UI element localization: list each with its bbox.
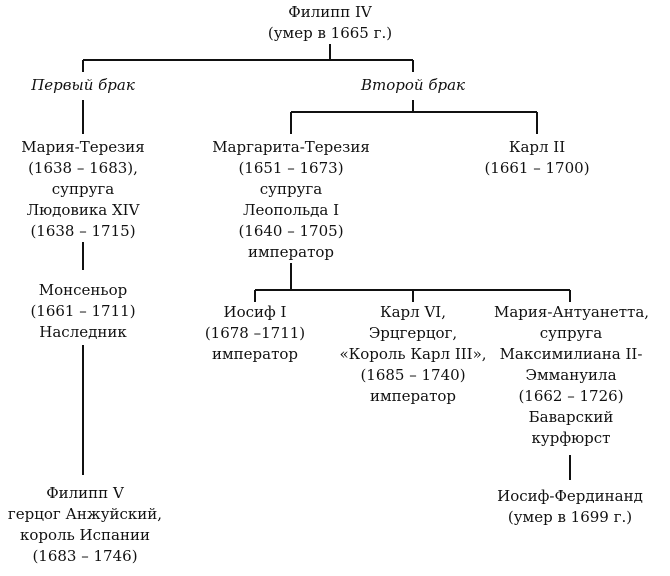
monseigneur-node: Монсеньор (1661 – 1711) Наследник (3, 280, 163, 343)
margarita-theresa-spouse-title: император (247, 243, 334, 261)
charles-vi-dates: (1685 – 1740) (360, 366, 466, 384)
monseigneur-title: Наследник (39, 323, 127, 341)
joseph-ferdinand-name: Иосиф-Фердинанд (497, 487, 643, 505)
philip-v-title-king: король Испании (20, 526, 150, 544)
charles-vi-emperor: император (369, 387, 456, 405)
charles-vi-node: Карл VI, Эрцгерцог, «Король Карл III», (… (330, 302, 496, 407)
philip-iv-node: Филипп IV (умер в 1665 г.) (230, 2, 430, 44)
margarita-theresa-spouse-dates: (1640 – 1705) (238, 222, 344, 240)
maria-theresa-spouse-dates: (1638 – 1715) (30, 222, 136, 240)
philip-iv-name: Филипп IV (288, 3, 372, 21)
maria-antonia-spouse-title-1: Баварский (528, 408, 614, 426)
maria-antonia-spouse-name-part1: Максимилиана II- (499, 345, 643, 363)
maria-antonia-node: Мария-Антуанетта, супруга Максимилиана I… (494, 302, 650, 449)
maria-antonia-name: Мария-Антуанетта, (494, 303, 650, 321)
philip-iv-death: (умер в 1665 г.) (267, 24, 393, 42)
joseph-i-node: Иосиф I (1678 –1711) император (196, 302, 314, 365)
maria-antonia-spouse-dates: (1662 – 1726) (518, 387, 624, 405)
maria-antonia-spouse-name-part2: Эммануила (525, 366, 617, 384)
charles-vi-name: Карл VI, (380, 303, 446, 321)
joseph-ferdinand-node: Иосиф-Фердинанд (умер в 1699 г.) (490, 486, 650, 528)
charles-ii-dates: (1661 – 1700) (484, 159, 590, 177)
charles-vi-archduke: Эрцгерцог, (368, 324, 458, 342)
charles-vi-king-title: «Король Карл III», (339, 345, 487, 363)
joseph-ferdinand-death: (умер в 1699 г.) (507, 508, 633, 526)
maria-theresa-node: Мария-Терезия (1638 – 1683), супруга Люд… (3, 137, 163, 242)
maria-theresa-spouse-label: супруга (51, 180, 115, 198)
margarita-theresa-name: Маргарита-Терезия (212, 138, 370, 156)
maria-theresa-dates: (1638 – 1683), (28, 159, 138, 177)
philip-v-dates: (1683 – 1746) (32, 547, 138, 565)
margarita-theresa-spouse-name: Леопольда I (242, 201, 340, 219)
joseph-i-name: Иосиф I (223, 303, 287, 321)
maria-antonia-spouse-title-2: курфюрст (531, 429, 611, 447)
joseph-i-title: император (211, 345, 298, 363)
philip-v-node: Филипп V герцог Анжуйский, король Испани… (0, 483, 170, 567)
second-marriage-label: Второй брак (361, 76, 465, 94)
philip-v-title-duke: герцог Анжуйский, (7, 505, 163, 523)
charles-ii-node: Карл II (1661 – 1700) (472, 137, 602, 179)
monseigneur-dates: (1661 – 1711) (30, 302, 136, 320)
joseph-i-dates: (1678 –1711) (204, 324, 306, 342)
margarita-theresa-spouse-label: супруга (259, 180, 323, 198)
philip-v-name: Филипп V (46, 484, 124, 502)
maria-theresa-name: Мария-Терезия (21, 138, 145, 156)
maria-theresa-spouse-name: Людовика XIV (26, 201, 140, 219)
charles-ii-name: Карл II (508, 138, 566, 156)
margarita-theresa-dates: (1651 – 1673) (238, 159, 344, 177)
first-marriage-label: Первый брак (31, 76, 135, 94)
margarita-theresa-node: Маргарита-Терезия (1651 – 1673) супруга … (196, 137, 386, 263)
monseigneur-name: Монсеньор (38, 281, 128, 299)
maria-antonia-spouse-label: супруга (539, 324, 603, 342)
